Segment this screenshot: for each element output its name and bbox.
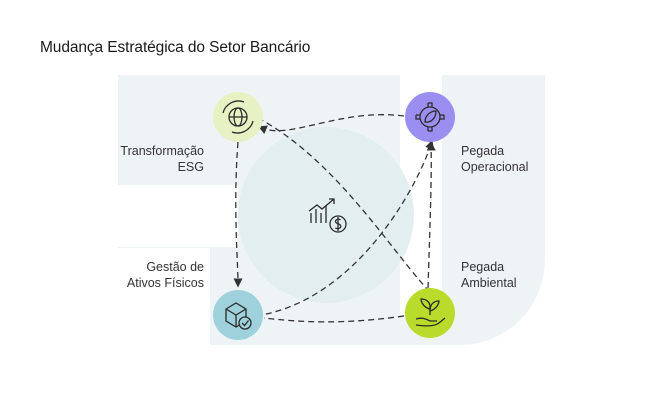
box-check-icon — [225, 302, 252, 330]
globe-cycle-icon — [222, 100, 254, 134]
connector-esg-to-ativos — [233, 141, 243, 288]
growth-chart-dollar-icon — [308, 198, 347, 233]
connector-ambiental-to-ativos — [263, 315, 405, 323]
label-pegada-ambiental: Pegada Ambiental — [461, 260, 517, 290]
node-pegada-operacional — [405, 92, 455, 142]
hand-plant-icon — [415, 298, 446, 327]
connector-operacional-to-esg — [257, 114, 405, 134]
connector-ambiental-to-operacional — [426, 141, 436, 289]
label-gestao-ativos-fisicos: Gestão de Ativos Físicos — [126, 260, 204, 290]
node-gestao-ativos — [213, 290, 263, 340]
gear-leaf-icon — [415, 102, 445, 132]
page-title: Mudança Estratégica do Setor Bancário — [40, 39, 311, 56]
label-transformacao-esg: Transformação ESG — [120, 144, 204, 174]
label-pegada-operacional: Pegada Operacional — [461, 144, 529, 174]
